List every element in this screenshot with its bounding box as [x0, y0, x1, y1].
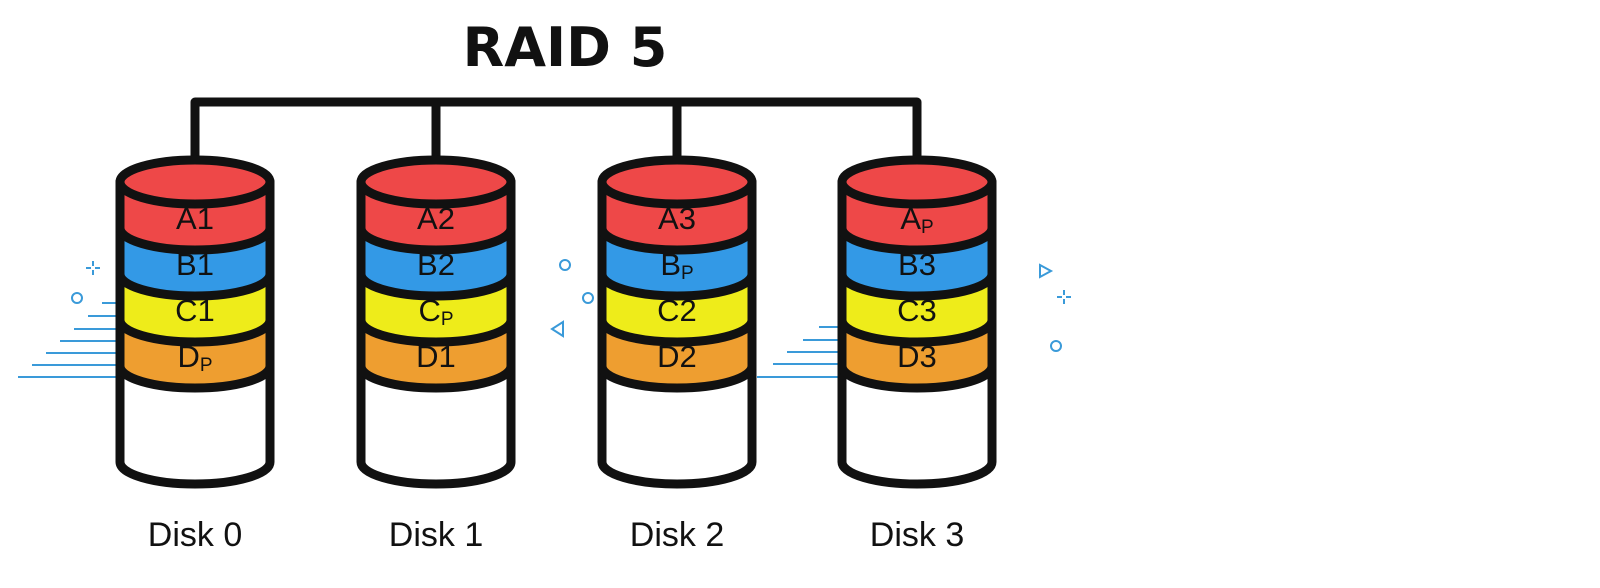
block-label-c: C3	[897, 293, 937, 328]
block-label-base: A3	[658, 201, 696, 236]
disk-top-cap	[597, 155, 757, 209]
block-label-base: B	[660, 247, 681, 282]
block-label-b: B3	[898, 247, 936, 282]
triangle-icon	[550, 320, 564, 338]
block-label-base: D1	[416, 339, 456, 374]
block-label-c: C2	[657, 293, 697, 328]
block-label-base: B2	[417, 247, 455, 282]
block-label-parity-subscript: P	[681, 263, 694, 284]
disk-label: Disk 3	[870, 516, 964, 554]
disk-label: Disk 2	[630, 516, 724, 554]
block-label-base: C	[418, 293, 440, 328]
controller-bus	[190, 97, 922, 183]
block-label-a: A3	[658, 201, 696, 236]
block-label-parity-subscript: P	[921, 217, 934, 238]
block-label-base: A2	[417, 201, 455, 236]
block-label-base: B3	[898, 247, 936, 282]
block-label-d: D1	[416, 339, 456, 374]
disk-label: Disk 1	[389, 516, 483, 554]
block-label-a: A2	[417, 201, 455, 236]
block-label-parity-subscript: P	[200, 355, 213, 376]
block-label-base: B1	[176, 247, 214, 282]
circle-icon	[1050, 340, 1062, 352]
block-label-d: D3	[897, 339, 937, 374]
block-label-base: C3	[897, 293, 937, 328]
block-label-d: D2	[657, 339, 697, 374]
block-label-a: A1	[176, 201, 214, 236]
block-label-base: D3	[897, 339, 937, 374]
circle-icon	[71, 292, 83, 304]
block-label-base: A	[900, 201, 921, 236]
block-label-c: C1	[175, 293, 215, 328]
bus-line	[190, 97, 922, 183]
sparkle-icon	[1057, 290, 1071, 304]
block-label-base: D2	[657, 339, 697, 374]
block-label-b: B2	[417, 247, 455, 282]
sparkle-icon	[86, 261, 100, 275]
disk-label: Disk 0	[148, 516, 242, 554]
block-label-b: BP	[660, 247, 693, 284]
block-label-base: C1	[175, 293, 215, 328]
disk-top-cap	[837, 155, 997, 209]
triangle-icon	[1039, 263, 1054, 279]
block-label-c: CP	[418, 293, 453, 330]
circle-icon	[559, 259, 571, 271]
block-label-base: A1	[176, 201, 214, 236]
diagram-title: RAID 5	[463, 16, 668, 79]
disk-top-cap	[356, 155, 516, 209]
block-label-parity-subscript: P	[441, 309, 454, 330]
block-label-a: AP	[900, 201, 933, 238]
block-label-d: DP	[177, 339, 212, 376]
block-label-b: B1	[176, 247, 214, 282]
block-label-base: D	[177, 339, 199, 374]
block-label-base: C2	[657, 293, 697, 328]
circle-icon	[582, 292, 594, 304]
decorations	[18, 259, 1071, 378]
disk-top-cap	[115, 155, 275, 209]
